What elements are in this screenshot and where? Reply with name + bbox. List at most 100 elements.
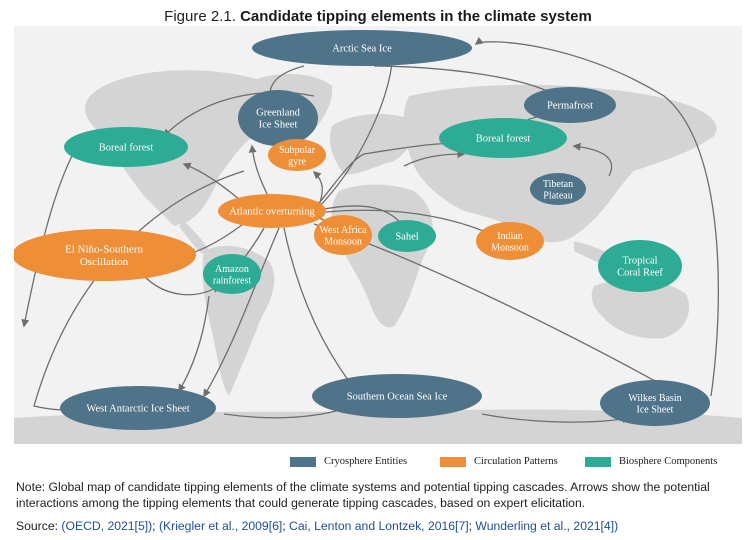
legend-swatch-cryosphere	[290, 456, 316, 467]
interaction-arrow	[283, 227, 355, 390]
interaction-arrow	[315, 63, 393, 211]
node-shape-boreal-forest-e	[439, 118, 567, 158]
interaction-arrow	[572, 142, 613, 177]
node-label: Oscillation	[80, 256, 129, 268]
node-label: Greenland	[256, 108, 300, 119]
legend-label-biosphere: Biosphere Components	[619, 456, 718, 467]
node-southern-ocean: Southern Ocean Sea Ice	[312, 374, 482, 418]
node-label: El Niño-Southern	[65, 244, 143, 256]
node-label: West Antarctic Ice Sheet	[86, 404, 189, 415]
interaction-arrow	[178, 295, 210, 393]
node-shape-southern-ocean	[312, 374, 482, 418]
node-boreal-forest-w: Boreal forest	[64, 127, 188, 167]
interaction-arrow	[312, 170, 323, 207]
source-separator: ;	[468, 519, 476, 533]
node-arctic-sea-ice: Arctic Sea Ice	[252, 30, 472, 66]
node-boreal-forest-e: Boreal forest	[439, 118, 567, 158]
source-link-kriegler[interactable]: (Kriegler et al., 2009[6]	[158, 519, 283, 533]
node-label: Tropical	[622, 256, 657, 267]
central-america-landmass	[179, 221, 209, 254]
node-label: Boreal forest	[476, 134, 531, 145]
node-label: Coral Reef	[617, 268, 663, 279]
node-label: Southern Ocean Sea Ice	[347, 392, 448, 403]
legend-label-circulation: Circulation Patterns	[474, 456, 558, 467]
node-shape-west-africa-monsoon	[314, 215, 372, 255]
node-shape-tibetan-plateau	[530, 173, 586, 205]
node-shape-atlantic-overturning	[218, 194, 326, 228]
note-text: Global map of candidate tipping elements…	[16, 480, 710, 510]
node-shape-greenland	[238, 90, 318, 146]
legend-item-biosphere: Biosphere Components	[585, 456, 717, 467]
figure-title: Figure 2.1. Candidate tipping elements i…	[0, 8, 756, 25]
interaction-arrow	[474, 36, 720, 397]
interaction-arrow	[403, 150, 466, 167]
legend-item-circulation: Circulation Patterns	[440, 456, 558, 467]
node-shape-permafrost	[524, 87, 616, 123]
node-label: Sahel	[395, 232, 418, 243]
node-label: rainforest	[213, 275, 252, 286]
legend-swatch-circulation	[440, 456, 466, 467]
source-separator: ;	[282, 519, 290, 533]
node-shape-subpolar-gyre	[268, 139, 326, 171]
node-shape-sahel	[378, 220, 436, 252]
node-label: Boreal forest	[99, 143, 154, 154]
legend-label-cryosphere: Cryosphere Entities	[324, 456, 408, 467]
node-label: Subpolar	[279, 145, 316, 156]
node-shape-amazon	[203, 254, 261, 294]
node-permafrost: Permafrost	[524, 87, 616, 123]
node-label: Ice Sheet	[637, 404, 674, 415]
legend: Cryosphere Entities Circulation Patterns…	[290, 456, 750, 472]
node-shape-wilkes-basin	[600, 380, 710, 426]
node-label: Plateau	[543, 190, 572, 201]
node-label: Monsoon	[491, 242, 529, 253]
node-atlantic-overturning: Atlantic overturning	[218, 194, 326, 228]
node-shape-el-nino	[14, 229, 196, 281]
australia-landmass	[591, 279, 690, 339]
node-label: Permafrost	[547, 101, 593, 112]
figure-number: Figure 2.1.	[164, 8, 236, 25]
node-shape-indian-monsoon	[476, 222, 544, 260]
node-label: Arctic Sea Ice	[332, 44, 392, 55]
source-link-wunderling[interactable]: Wunderling et al., 2021[4])	[475, 519, 619, 533]
figure-note: Note: Global map of candidate tipping el…	[16, 479, 746, 511]
node-west-antarctic: West Antarctic Ice Sheet	[60, 386, 216, 430]
node-shape-boreal-forest-w	[64, 127, 188, 167]
note-label: Note:	[16, 480, 46, 494]
legend-swatch-biosphere	[585, 456, 611, 467]
node-label: gyre	[288, 156, 306, 167]
interaction-arrow	[143, 275, 221, 296]
node-sahel: Sahel	[378, 220, 436, 252]
figure-source: Source: (OECD, 2021[5]); (Kriegler et al…	[16, 519, 618, 533]
source-separator: ;	[152, 519, 159, 533]
node-label: West Africa	[319, 225, 367, 236]
node-label: Ice Sheet	[259, 120, 298, 131]
source-link-cai[interactable]: Cai, Lenton and Lontzek, 2016[7]	[289, 519, 469, 533]
node-shape-arctic-sea-ice	[252, 30, 472, 66]
node-label: Wilkes Basin	[628, 393, 681, 404]
node-label: Indian	[497, 231, 523, 242]
node-label: Monsoon	[324, 236, 362, 247]
node-shape-west-antarctic	[60, 386, 216, 430]
node-label: Amazon	[215, 264, 249, 275]
node-shape-coral-reef	[598, 240, 682, 292]
node-label: Tibetan	[543, 179, 573, 190]
legend-item-cryosphere: Cryosphere Entities	[290, 456, 407, 467]
figure-heading: Candidate tipping elements in the climat…	[240, 8, 592, 25]
source-link-oecd[interactable]: (OECD, 2021[5])	[61, 519, 153, 533]
interaction-arrow	[203, 227, 280, 398]
source-label: Source:	[16, 519, 59, 533]
interaction-arrow	[481, 413, 631, 424]
europe-landmass	[329, 114, 416, 175]
node-label: Atlantic overturning	[229, 207, 315, 218]
